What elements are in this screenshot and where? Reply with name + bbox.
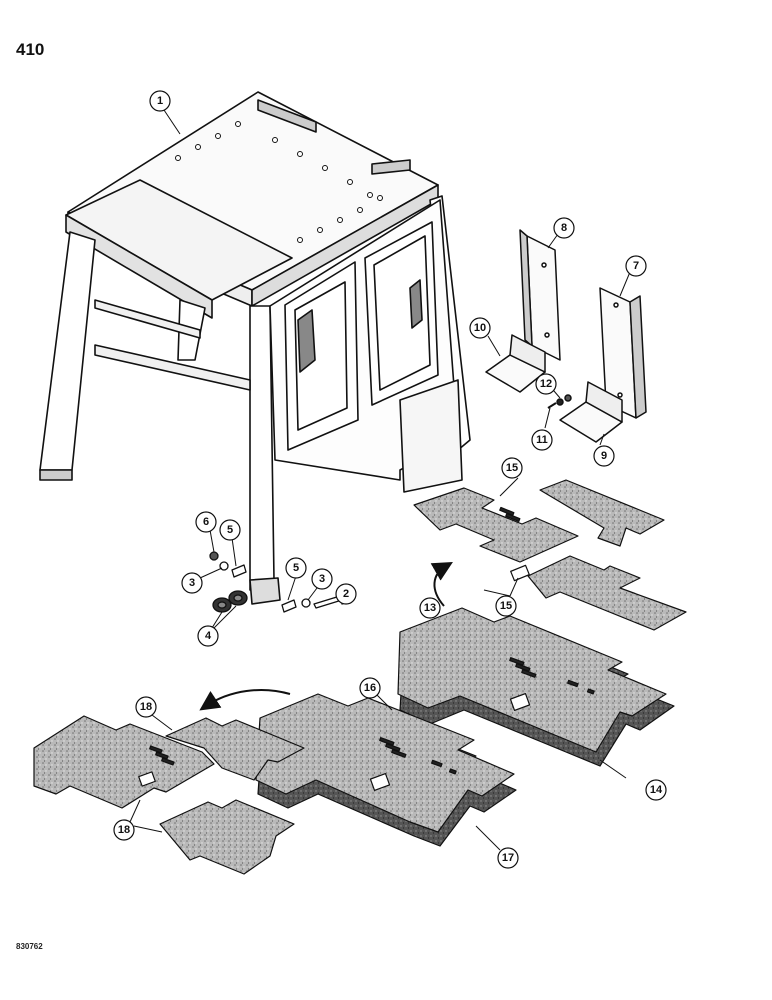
callout-11: 11 <box>531 429 553 451</box>
callout-15-top: 15 <box>501 457 523 479</box>
callout-1: 1 <box>149 90 171 112</box>
leader-lines <box>129 109 631 851</box>
callout-16: 16 <box>359 677 381 699</box>
cab-frame <box>39 91 471 605</box>
callout-12: 12 <box>535 373 557 395</box>
side-panels <box>485 229 647 443</box>
svg-text:2: 2 <box>343 588 349 600</box>
callout-5-right: 5 <box>285 557 307 579</box>
svg-text:7: 7 <box>633 260 639 272</box>
svg-text:13: 13 <box>424 602 436 614</box>
assembly-arrows <box>199 562 453 711</box>
callout-3-right: 3 <box>311 568 333 590</box>
callout-4: 4 <box>197 625 219 647</box>
svg-text:15: 15 <box>506 462 518 474</box>
svg-text:3: 3 <box>189 577 195 589</box>
callout-7: 7 <box>625 255 647 277</box>
callout-5-left: 5 <box>219 519 241 541</box>
callout-6: 6 <box>195 511 217 533</box>
svg-text:11: 11 <box>536 434 548 446</box>
svg-text:1: 1 <box>157 95 163 107</box>
callout-9: 9 <box>593 445 615 467</box>
svg-text:5: 5 <box>293 562 299 574</box>
svg-text:10: 10 <box>474 322 486 334</box>
callout-14: 14 <box>645 779 667 801</box>
callout-15-bottom: 15 <box>495 595 517 617</box>
callouts: 1 2 3 3 4 5 5 6 7 8 9 10 11 12 13 14 15 … <box>113 90 667 869</box>
svg-text:5: 5 <box>227 524 233 536</box>
svg-text:18: 18 <box>140 701 152 713</box>
callout-10: 10 <box>469 317 491 339</box>
page-number: 410 <box>16 40 45 59</box>
callout-3-left: 3 <box>181 572 203 594</box>
callout-2: 2 <box>335 583 357 605</box>
svg-text:9: 9 <box>601 450 607 462</box>
svg-text:15: 15 <box>500 600 512 612</box>
svg-text:3: 3 <box>319 573 325 585</box>
floor-mats <box>33 479 687 875</box>
svg-text:18: 18 <box>118 824 130 836</box>
callout-18-bottom: 18 <box>113 819 135 841</box>
svg-text:4: 4 <box>205 630 212 642</box>
svg-text:17: 17 <box>502 852 514 864</box>
svg-text:12: 12 <box>540 378 552 390</box>
callout-18-top: 18 <box>135 696 157 718</box>
figure-code: 830762 <box>16 942 43 951</box>
callout-8: 8 <box>553 217 575 239</box>
svg-text:6: 6 <box>203 516 209 528</box>
callout-13: 13 <box>419 597 441 619</box>
svg-text:8: 8 <box>561 222 567 234</box>
svg-text:16: 16 <box>364 682 376 694</box>
callout-17: 17 <box>497 847 519 869</box>
svg-text:14: 14 <box>650 784 663 796</box>
